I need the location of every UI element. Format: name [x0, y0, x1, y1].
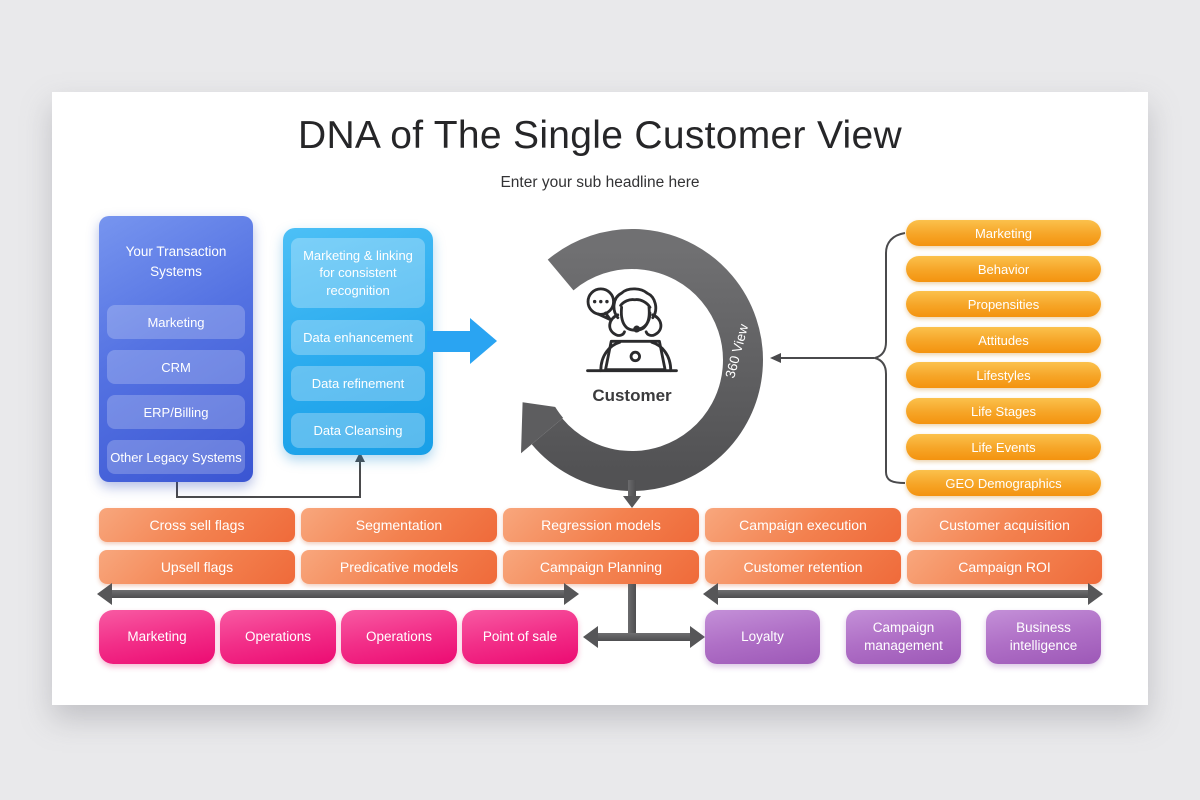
transaction-item-marketing: Marketing	[107, 305, 245, 339]
cycle-ring-icon	[531, 229, 763, 491]
linking-item-refinement: Data refinement	[291, 366, 425, 401]
channel-box-operations-1: Operations	[220, 610, 336, 664]
transaction-systems-panel: Your Transaction Systems Marketing CRM E…	[99, 216, 253, 482]
attribute-pill-lifestyles: Lifestyles	[906, 362, 1101, 388]
attribute-pill-marketing: Marketing	[906, 220, 1101, 246]
slide-canvas: DNA of The Single Customer View Enter yo…	[52, 92, 1148, 705]
transaction-item-legacy: Other Legacy Systems	[107, 440, 245, 474]
ring-down-arrowhead-icon	[623, 496, 641, 508]
transaction-item-erp-billing: ERP/Billing	[107, 395, 245, 429]
process-box-campaign-planning: Campaign Planning	[503, 550, 699, 584]
right-double-arrow	[703, 583, 1103, 605]
attribute-pill-propensities: Propensities	[906, 291, 1101, 317]
system-box-campaign-management: Campaign management	[846, 610, 961, 664]
t-connector-double-arrow	[583, 626, 705, 648]
transaction-panel-title: Your Transaction Systems	[125, 244, 227, 279]
customer-label: Customer	[592, 386, 672, 405]
channel-box-point-of-sale: Point of sale	[462, 610, 578, 664]
process-box-cross-sell-flags: Cross sell flags	[99, 508, 295, 542]
process-box-customer-retention: Customer retention	[705, 550, 901, 584]
transaction-item-crm: CRM	[107, 350, 245, 384]
linking-item-enhancement: Data enhancement	[291, 320, 425, 355]
page-title: DNA of The Single Customer View	[298, 114, 902, 157]
channel-box-marketing: Marketing	[99, 610, 215, 664]
system-box-loyalty: Loyalty	[705, 610, 820, 664]
attribute-pill-geo-demographics: GEO Demographics	[906, 470, 1101, 496]
attribute-pill-behavior: Behavior	[906, 256, 1101, 282]
process-box-campaign-execution: Campaign execution	[705, 508, 901, 542]
360-view-ring: 360 View	[521, 229, 763, 491]
linking-item-cleansing: Data Cleansing	[291, 413, 425, 448]
blue-arrow-shaft	[427, 331, 470, 352]
page-subtitle: Enter your sub headline here	[500, 174, 700, 191]
system-box-business-intelligence: Business intelligence	[986, 610, 1101, 664]
process-box-segmentation: Segmentation	[301, 508, 497, 542]
attribute-pill-attitudes: Attitudes	[906, 327, 1101, 353]
attribute-pill-life-stages: Life Stages	[906, 398, 1101, 424]
process-box-upsell-flags: Upsell flags	[99, 550, 295, 584]
attribute-pill-life-events: Life Events	[906, 434, 1101, 460]
process-box-campaign-roi: Campaign ROI	[907, 550, 1102, 584]
process-box-regression-models: Regression models	[503, 508, 699, 542]
t-connector-vertical	[628, 584, 636, 641]
linking-panel: Marketing & linking for consistent recog…	[283, 228, 433, 455]
linking-item-recognition: Marketing & linking for consistent recog…	[291, 238, 425, 308]
ring-down-stub	[628, 480, 636, 496]
customer-support-icon	[586, 287, 678, 373]
cycle-arrowhead-icon	[521, 402, 573, 454]
left-double-arrow	[97, 583, 579, 605]
process-box-customer-acquisition: Customer acquisition	[907, 508, 1102, 542]
attributes-brace	[871, 232, 906, 484]
channel-box-operations-2: Operations	[341, 610, 457, 664]
blue-arrow-icon	[470, 318, 497, 364]
process-box-predicative-models: Predicative models	[301, 550, 497, 584]
